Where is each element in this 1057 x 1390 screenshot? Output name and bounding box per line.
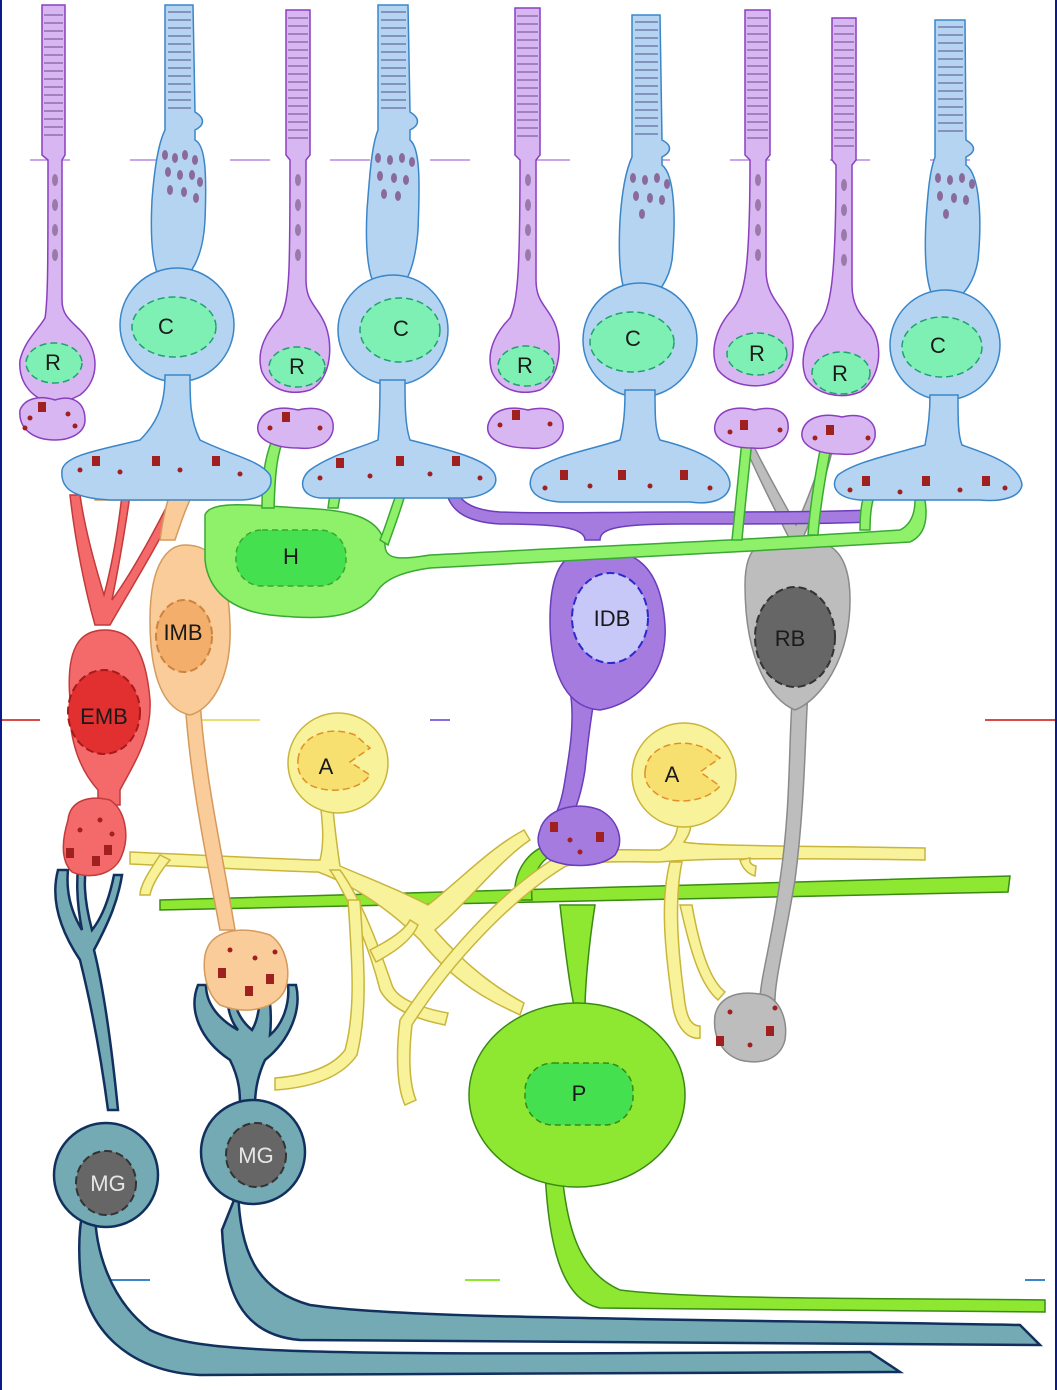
cone-outer-segment-striations <box>168 11 963 135</box>
synaptic-ribbons <box>38 402 990 1046</box>
imb-nucleus <box>155 599 213 673</box>
rod-4-label: R <box>749 341 765 366</box>
muller-glia-1-nucleus <box>75 1150 137 1216</box>
rod-1: R <box>19 4 96 441</box>
cone-2-label: C <box>393 316 409 341</box>
amacrine-cell-1-label: A <box>319 754 334 779</box>
amacrine-cell-2 <box>396 819 926 1106</box>
imb-bipolar-cell <box>94 487 289 1011</box>
ganglion-cell-p-nucleus <box>524 1062 634 1126</box>
rod-mitochondria <box>52 174 847 266</box>
cone-1-label: C <box>158 314 174 339</box>
rod-2: R <box>257 9 334 450</box>
cone-3: C <box>529 14 731 504</box>
synaptic-vesicles <box>22 411 1008 1048</box>
cone-mitochondria <box>162 150 975 219</box>
imb-label: IMB <box>163 620 202 645</box>
amacrine-cell-2-label: A <box>665 762 680 787</box>
rod-bipolar-label: RB <box>775 626 806 651</box>
muller-glia-2-nucleus <box>225 1122 287 1188</box>
horizontal-cell-label: H <box>283 544 299 569</box>
amacrine-cell-1 <box>129 799 532 1091</box>
rod-3-label: R <box>517 353 533 378</box>
rod-5-label: R <box>832 361 848 386</box>
emb-nucleus <box>67 669 141 755</box>
cone-4-label: C <box>930 333 946 358</box>
rod-outer-segment-striations <box>44 14 854 147</box>
horizontal-cell-nucleus <box>235 529 347 587</box>
muller-glia-1-label: MG <box>90 1171 125 1196</box>
cone-2: C <box>301 4 497 499</box>
rod-bipolar-nucleus <box>754 586 836 688</box>
idb-label: IDB <box>594 606 631 631</box>
ganglion-cell-p-label: P <box>572 1081 587 1106</box>
rod-4: R <box>713 9 794 450</box>
muller-glia-1 <box>54 866 905 1377</box>
rod-2-label: R <box>289 354 305 379</box>
rod-5: R <box>801 17 880 456</box>
amacrine-cell-2-nucleus <box>644 742 722 802</box>
cone-1: C <box>61 4 272 501</box>
rod-3: R <box>487 7 564 450</box>
idb-nucleus <box>571 572 649 664</box>
emb-label: EMB <box>80 704 128 729</box>
cone-3-label: C <box>625 326 641 351</box>
amacrine-cell-1-nucleus <box>297 730 372 791</box>
muller-glia-2-label: MG <box>238 1143 273 1168</box>
rod-1-label: R <box>45 350 61 375</box>
horizontal-cell <box>204 439 927 619</box>
